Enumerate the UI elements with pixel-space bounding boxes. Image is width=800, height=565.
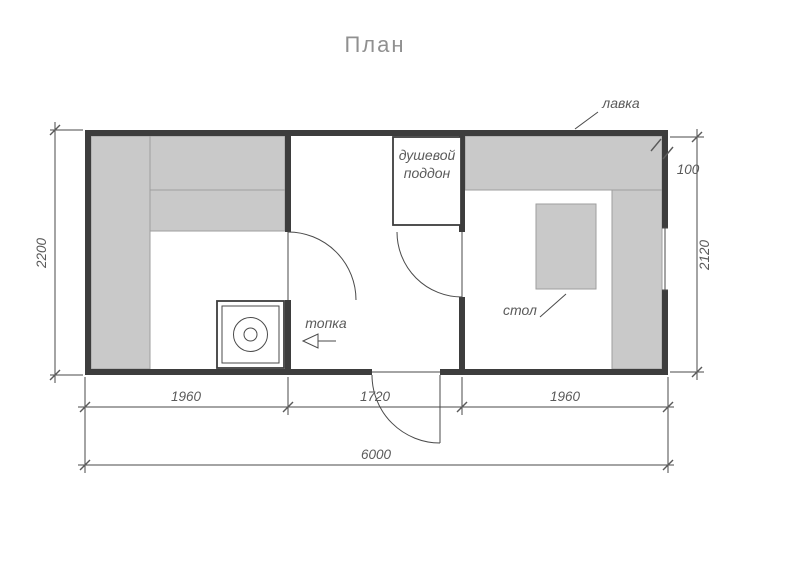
partition1-upper bbox=[285, 136, 291, 232]
bench-second-tier bbox=[149, 189, 286, 232]
stove-outer bbox=[216, 300, 285, 369]
table-label: стол bbox=[503, 302, 537, 318]
stove-ring bbox=[233, 317, 268, 352]
wall-bottom-left bbox=[85, 369, 372, 375]
dim-left-height-value: 2200 bbox=[34, 237, 49, 269]
rest-room-benches bbox=[464, 135, 663, 370]
table-rect bbox=[535, 203, 597, 290]
window-right bbox=[662, 227, 668, 291]
dim-corner-offset-value: 100 bbox=[677, 162, 700, 177]
bench-label: лавка bbox=[601, 95, 640, 111]
wall-bottom-right bbox=[440, 369, 668, 375]
stove-inner bbox=[221, 305, 280, 364]
dimension-left-height: 2200 bbox=[34, 122, 83, 383]
dim-total-width-value: 6000 bbox=[361, 447, 392, 462]
firebox-label: топка bbox=[305, 315, 347, 331]
bench-callout: лавка bbox=[574, 95, 640, 130]
partition2-lower bbox=[459, 297, 465, 369]
dim-middle-room-width: 1720 bbox=[360, 389, 391, 404]
sauna-benches bbox=[90, 135, 286, 370]
interior-partitions bbox=[285, 136, 465, 369]
partition1-lower bbox=[285, 300, 291, 369]
shower-label-line2: поддон bbox=[404, 165, 451, 181]
dimension-total-width: 6000 bbox=[78, 447, 674, 471]
dimension-room-widths: 1960 1720 1960 bbox=[78, 377, 674, 473]
dim-right-room-width: 1960 bbox=[550, 389, 581, 404]
partition2-upper bbox=[459, 136, 465, 232]
firebox-callout: топка bbox=[301, 315, 347, 349]
wall-right-lower bbox=[662, 290, 668, 375]
dimension-right-height: 2120 bbox=[670, 129, 712, 380]
stove bbox=[216, 300, 285, 369]
shower-tray: душевой поддон bbox=[392, 136, 462, 226]
stove-center bbox=[243, 327, 258, 342]
shower-tray-rect bbox=[392, 136, 462, 226]
firebox-arrow-icon bbox=[301, 333, 319, 349]
table-callout: стол bbox=[503, 293, 567, 318]
wall-top bbox=[85, 130, 668, 136]
shower-label-line1: душевой bbox=[399, 147, 456, 163]
dimension-corner-offset: 100 bbox=[650, 138, 700, 177]
door-sauna bbox=[287, 231, 357, 301]
door-entrance bbox=[371, 371, 441, 444]
bench-top-right bbox=[464, 135, 663, 191]
dim-right-height-value: 2120 bbox=[697, 239, 712, 271]
bench-left-column bbox=[90, 135, 151, 370]
bench-right-column bbox=[611, 189, 663, 370]
exterior-walls bbox=[85, 130, 668, 375]
dim-left-room-width: 1960 bbox=[171, 389, 202, 404]
wall-left bbox=[85, 130, 91, 375]
door-washroom bbox=[396, 231, 463, 298]
page-title: План bbox=[344, 32, 405, 57]
wall-right-upper bbox=[662, 130, 668, 228]
